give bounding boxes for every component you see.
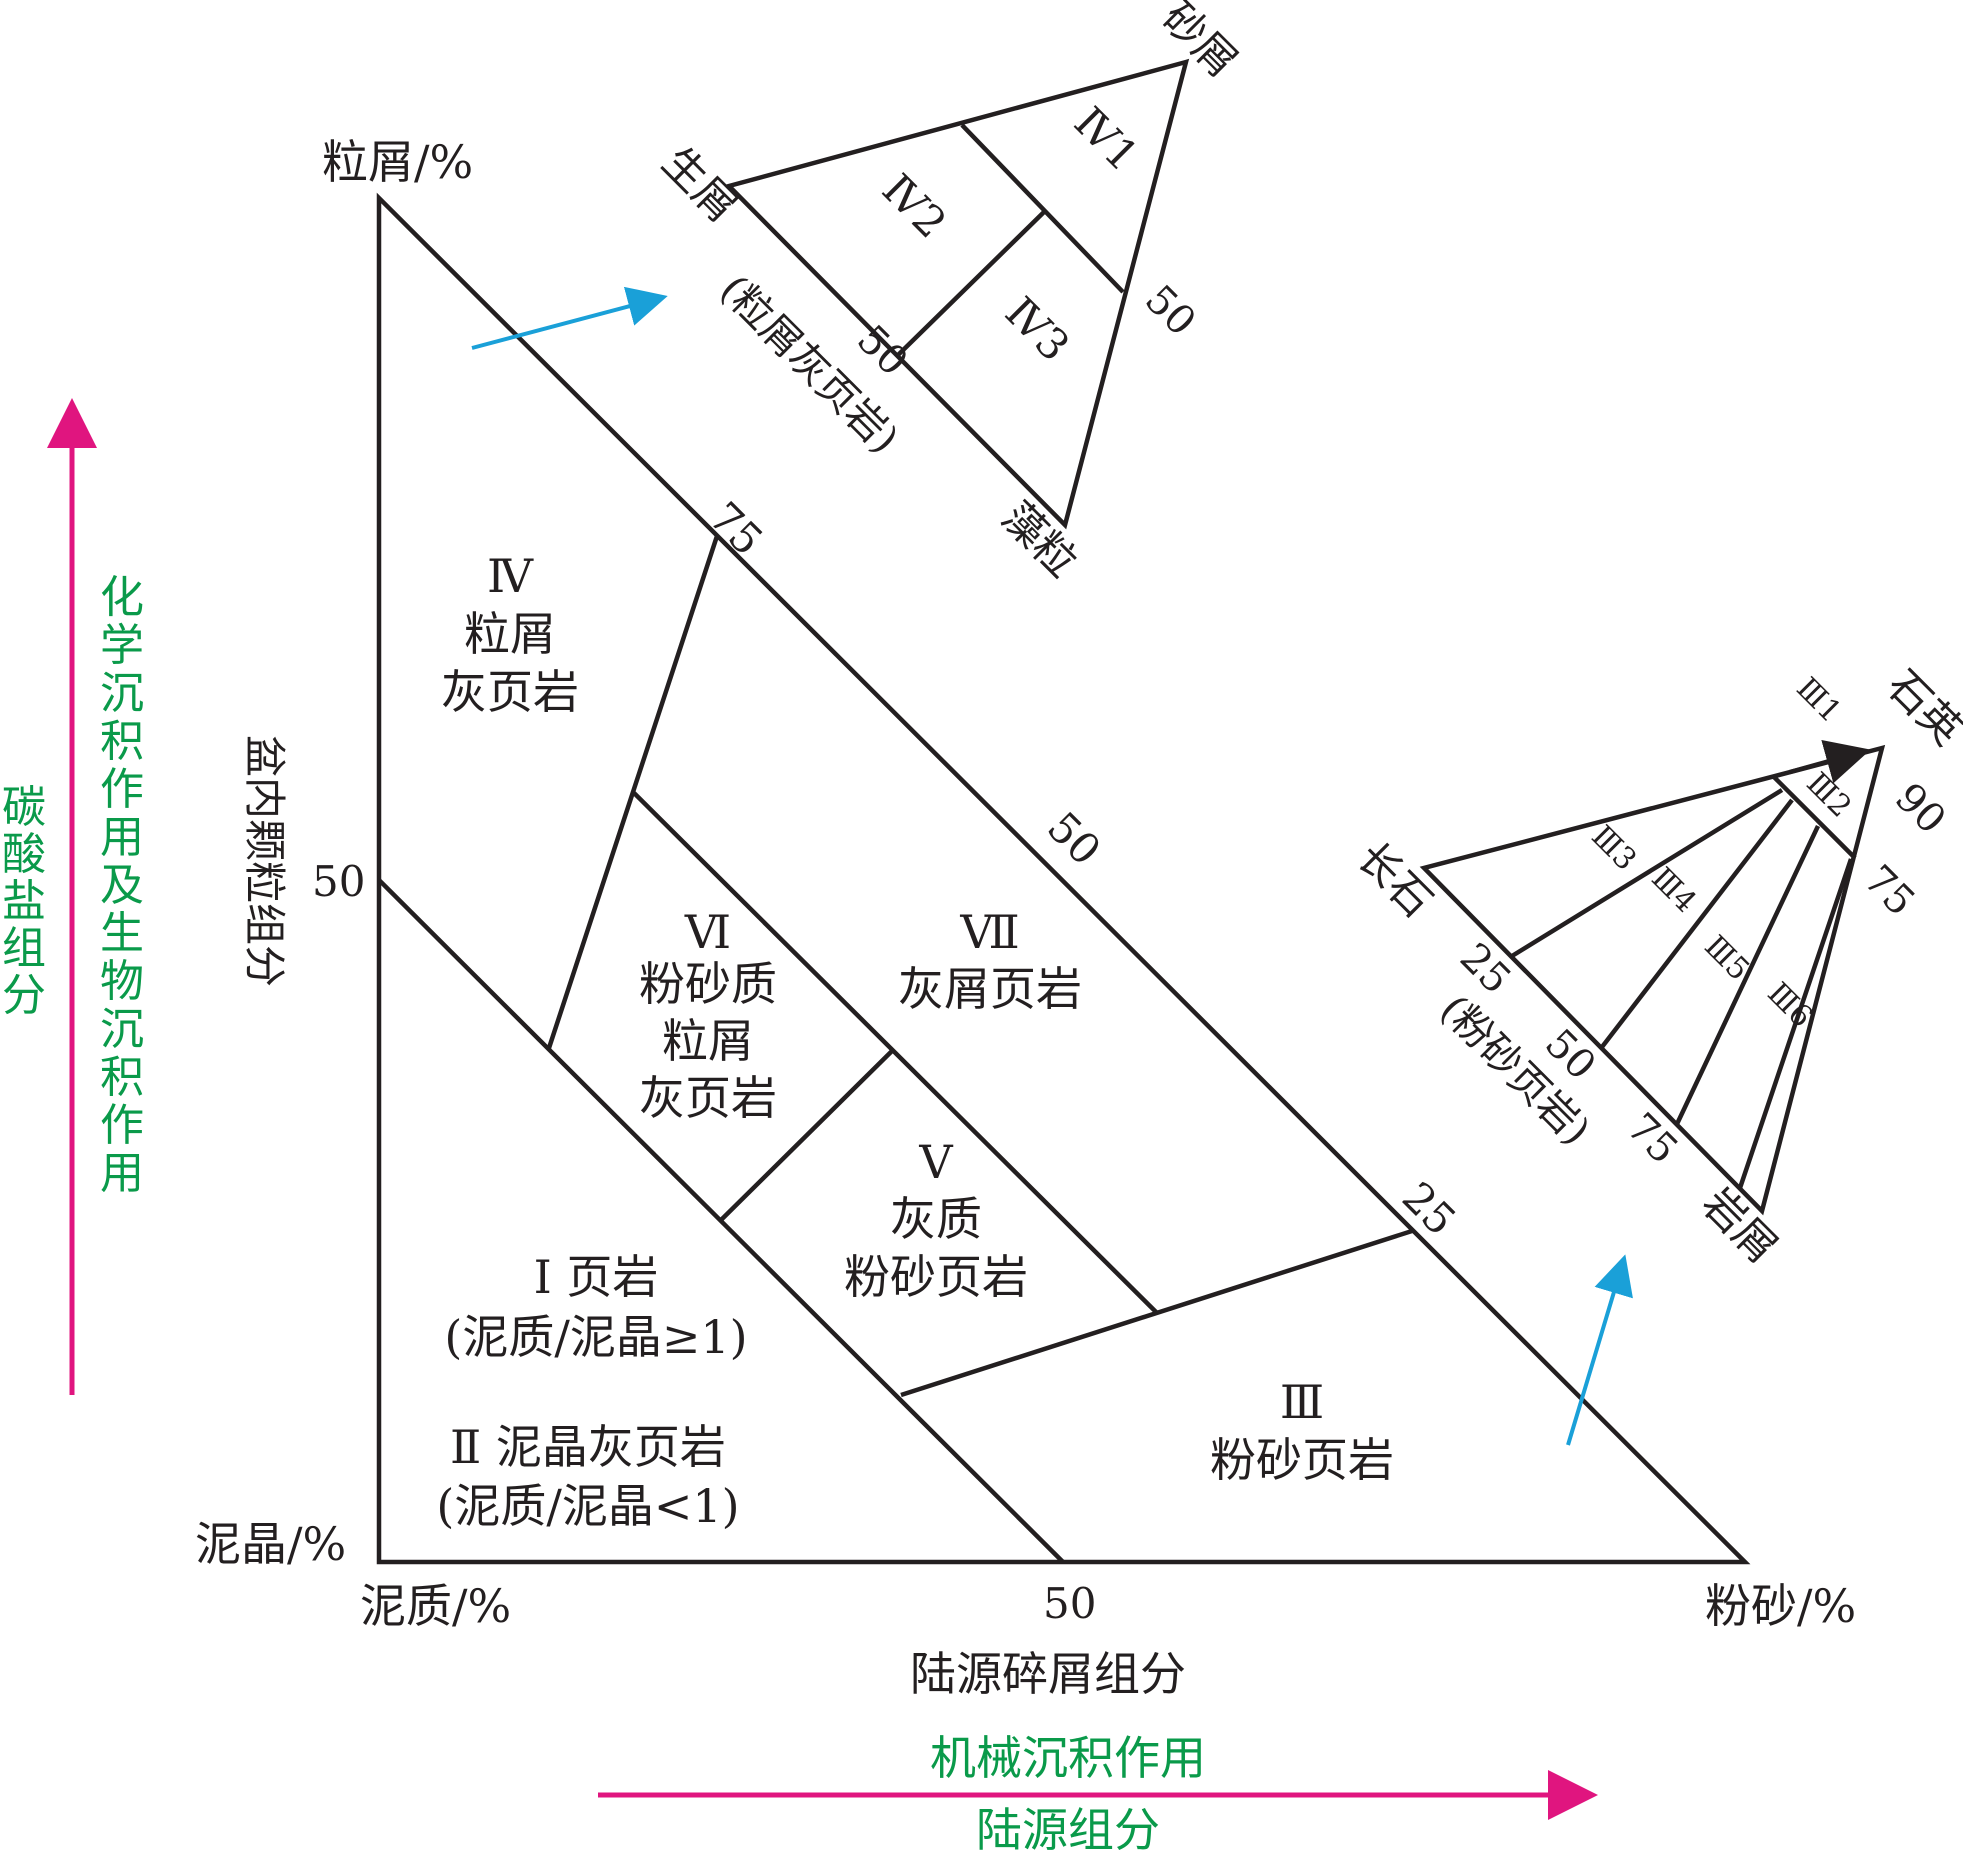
inset-top-triangle [724, 58, 1190, 530]
region-IV-line1: 粒屑 [464, 607, 556, 661]
axis-left-label: 盆内颗粒组分 [240, 735, 289, 987]
inset-right-region-III2: Ⅲ2 [1799, 766, 1858, 825]
region-V-line1: 灰质 [890, 1192, 982, 1246]
line-50-mud [377, 878, 1065, 1564]
inset-top-region-IV3: Ⅳ3 [996, 287, 1079, 370]
arrow-to-right-inset [1566, 1254, 1633, 1446]
main-triangle [376, 192, 1751, 1565]
arrow-to-top-inset [471, 286, 668, 350]
boundary-VI-V [719, 1048, 895, 1222]
inset-top-tick-left-50: 50 [848, 317, 917, 386]
side-left-outer-label: 碳酸盐组分 [2, 782, 46, 1021]
region-VII-line1: 灰屑页岩 [898, 962, 1082, 1016]
inset-right-line-III3 [1510, 788, 1784, 958]
region-IV-line2: 灰页岩 [441, 665, 579, 719]
inset-top-vertex-top: 砂屑 [1153, 0, 1247, 86]
vertex-silt-label: 粉砂/% [1705, 1579, 1856, 1633]
region-II-line2: (泥质/泥晶<1) [436, 1479, 739, 1533]
side-left-inner: 化学沉积作用及生物沉积作用 [100, 572, 144, 1199]
region-VII-roman: Ⅶ [959, 905, 1019, 959]
tick-bottom-50: 50 [1043, 1579, 1096, 1628]
inset-right-line-III4 [1600, 798, 1794, 1049]
inset-right-pointer-III1 [1789, 739, 1871, 784]
region-III-roman: Ⅲ [1280, 1375, 1324, 1429]
inset-top-vertex-left: 生屑 [653, 137, 747, 231]
inset-top-line-b [895, 210, 1046, 358]
vertex-top-label: 粒屑/% [322, 135, 473, 189]
inset-top-vertex-bottom: 藻粒 [993, 492, 1087, 586]
inset-top-region-IV1: Ⅳ1 [1065, 97, 1148, 180]
boundary-VI-VII [632, 791, 1159, 1315]
inset-right-tick-90: 90 [1886, 775, 1955, 844]
inset-right-region-III1: Ⅲ1 [1789, 671, 1848, 730]
inset-right-outline [1419, 744, 1886, 1216]
inset-right-line-90 [1772, 775, 1857, 860]
side-left-outer: 碳酸盐组分 [2, 782, 46, 1021]
region-VI-line3: 灰页岩 [639, 1071, 777, 1125]
region-I-line1: Ⅰ 页岩 [534, 1250, 659, 1304]
boundary-III [900, 1228, 1413, 1398]
inset-right-line-III6 [1737, 858, 1854, 1189]
region-I-line2: (泥质/泥晶≥1) [444, 1310, 747, 1364]
inset-top-tick-right-50: 50 [1136, 277, 1205, 346]
inset-top-region-IV2: Ⅳ2 [873, 164, 956, 247]
region-VI-line2: 粒屑 [662, 1014, 754, 1068]
inset-right-vertex-bottom: 岩屑 [1693, 1178, 1787, 1272]
inset-right-tick-left-75: 75 [1618, 1105, 1687, 1174]
vertex-mud-label: 泥质/% [360, 1579, 511, 1633]
inset-right-vertex-left: 长石 [1348, 832, 1442, 926]
inset-right-triangle [1419, 739, 1886, 1216]
side-left-inner-label: 化学沉积作用及生物沉积作用 [100, 572, 144, 1199]
region-V-line2: 粉砂页岩 [844, 1250, 1028, 1304]
region-IV-roman: Ⅳ [487, 549, 534, 603]
region-VI-roman: Ⅵ [684, 905, 731, 959]
vertex-micrite-label: 泥晶/% [195, 1517, 346, 1571]
inset-right-region-III3: Ⅲ3 [1584, 819, 1643, 878]
side-bottom-upper-label: 机械沉积作用 [930, 1731, 1206, 1785]
tick-left-50: 50 [312, 857, 365, 906]
region-III-line1: 粉砂页岩 [1210, 1433, 1394, 1487]
region-VI-line1: 粉砂质 [639, 957, 777, 1011]
inset-right-line-III5 [1674, 825, 1821, 1125]
inset-right-vertex-top: 石英 [1878, 660, 1963, 754]
side-bottom-lower-label: 陆源组分 [976, 1803, 1160, 1857]
axis-bottom-label: 陆源碎屑组分 [910, 1647, 1186, 1701]
boundary-IV-VI [546, 535, 720, 1049]
region-V-roman: Ⅴ [918, 1135, 953, 1189]
inset-right-tick-75: 75 [1855, 857, 1924, 926]
region-II-line1: Ⅱ 泥晶灰页岩 [450, 1420, 726, 1474]
inset-top-line-a [960, 123, 1125, 294]
